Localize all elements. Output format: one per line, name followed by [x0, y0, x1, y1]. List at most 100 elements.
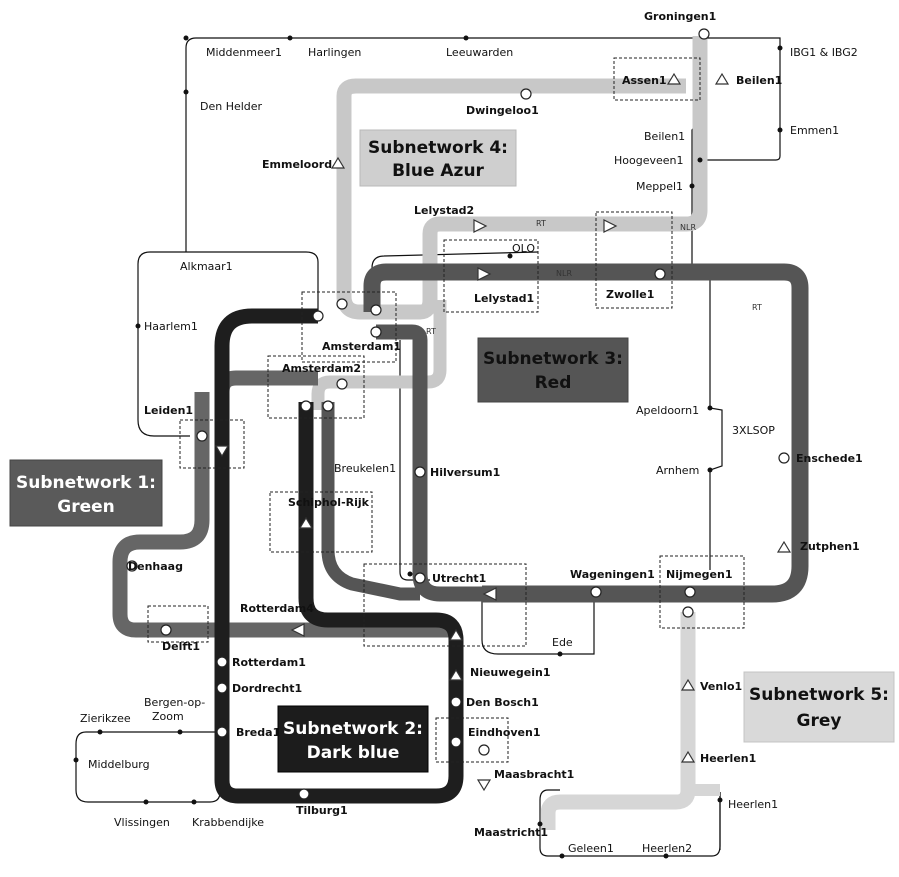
north-link	[185, 37, 700, 92]
box-assen	[613, 57, 701, 101]
label-tilburg1: Tilburg1	[296, 804, 348, 817]
label-alkmaar1: Alkmaar1	[180, 260, 233, 273]
down-triangle-icon	[214, 445, 230, 458]
subnetwork-2-route	[214, 308, 464, 804]
label-ede: Ede	[552, 636, 573, 649]
down-triangle-icon	[476, 779, 492, 792]
label-harlingen: Harlingen	[308, 46, 361, 59]
tag-rt-3: RT	[752, 303, 762, 312]
label-dwingeloo1: Dwingeloo1	[466, 104, 539, 117]
subnetwork-4-box: Subnetwork 4: Blue Azur	[359, 129, 517, 187]
label-amsterdam1: Amsterdam1	[322, 340, 401, 353]
up-triangle-icon	[448, 628, 464, 641]
label-denhaag: Denhaag	[128, 560, 183, 573]
label-groningen1: Groningen1	[644, 10, 716, 23]
label-middenmeer1: Middenmeer1	[206, 46, 282, 59]
node-zwolle	[654, 268, 666, 280]
node-amsterdam-d	[370, 326, 382, 338]
subnetwork-1-name: Green	[57, 497, 115, 517]
node-amsterdam-a	[312, 310, 324, 322]
label-emmeloord: Emmeloord	[262, 158, 332, 171]
node-enschede	[778, 452, 790, 464]
node-amsterdam2-b	[300, 400, 312, 412]
tag-nlr-1: NLR	[680, 223, 696, 232]
node-dordrecht	[216, 682, 228, 694]
hilversum-utrecht-link	[399, 340, 430, 581]
up-triangle-icon	[714, 72, 730, 85]
label-heerlen2: Heerlen2	[642, 842, 692, 855]
right-triangle-icon	[473, 219, 488, 233]
node-amsterdam-b	[336, 298, 348, 310]
thin-links	[75, 37, 781, 857]
label-bergen-op-zoom-2: Zoom	[152, 710, 184, 723]
dot-middenmeer	[183, 35, 189, 41]
label-assen1: Assen1	[622, 74, 667, 87]
dot-ede	[557, 651, 563, 657]
dot-maastricht	[537, 821, 543, 827]
dot-zierikzee	[97, 729, 103, 735]
up-triangle-icon	[680, 750, 696, 763]
dot-heerlen1	[717, 797, 723, 803]
dot-haarlem	[135, 323, 141, 329]
label-zutphen1: Zutphen1	[800, 540, 860, 553]
alkmaar-haarlem-loop	[137, 251, 190, 437]
node-delft	[160, 624, 172, 636]
label-apeldoorn1: Apeldoorn1	[636, 404, 699, 417]
dot-middelburg	[73, 757, 79, 763]
dot-krabbendijke	[191, 799, 197, 805]
subnetwork-4-title: Subnetwork 4:	[368, 138, 508, 158]
box-amsterdam1	[301, 291, 397, 363]
subnetwork-5-route	[540, 612, 720, 830]
up-triangle-icon	[298, 516, 314, 529]
groningen-ibg-link	[700, 37, 781, 161]
label-nieuwegein1: Nieuwegein1	[470, 666, 550, 679]
box-zwolle	[595, 211, 673, 309]
dot-geleen	[559, 853, 565, 859]
up-triangle-icon	[776, 540, 792, 553]
label-leeuwarden: Leeuwarden	[446, 46, 513, 59]
label-heerlen1-b: Heerlen1	[728, 798, 778, 811]
node-eindhoven-a	[478, 744, 490, 756]
limburg-loop	[539, 789, 721, 857]
up-triangle-icon	[448, 668, 464, 681]
node-amsterdam2-c	[322, 400, 334, 412]
node-nijmegen-b	[682, 606, 694, 618]
dot-heerlen2	[663, 853, 669, 859]
box-delft	[147, 605, 209, 643]
subnetwork-3-title: Subnetwork 3:	[483, 349, 623, 369]
label-den-bosch1: Den Bosch1	[466, 696, 539, 709]
tag-nlr-2: NLR	[556, 269, 572, 278]
zwolle-arnhem-link	[691, 267, 723, 570]
node-tilburg	[298, 788, 310, 800]
subnetwork-5-box: Subnetwork 5: Grey	[743, 671, 895, 743]
node-leiden	[196, 430, 208, 442]
dot-bergen	[177, 729, 183, 735]
ede-link	[481, 594, 595, 655]
label-breukelen1: Breukelen1	[334, 462, 396, 475]
left-triangle-icon	[290, 623, 305, 637]
label-meppel1: Meppel1	[636, 180, 683, 193]
label-rotterdam1: Rotterdam1	[232, 656, 306, 669]
subnetwork-2-title: Subnetwork 2:	[283, 719, 423, 739]
box-utrecht	[363, 563, 527, 647]
label-heerlen1-a: Heerlen1	[700, 752, 756, 765]
node-boxes	[147, 57, 745, 763]
box-schiphol	[269, 491, 373, 553]
dot-arnhem	[707, 467, 713, 473]
label-dordrecht1: Dordrecht1	[232, 682, 302, 695]
label-venlo1: Venlo1	[700, 680, 742, 693]
dot-den-helder	[183, 89, 189, 95]
label-nijmegen1: Nijmegen1	[666, 568, 733, 581]
zeeland-loop	[75, 731, 221, 803]
right-triangle-icon	[603, 219, 618, 233]
station-labels: Groningen1 IBG1 & IBG2 Middenmeer1 Harli…	[80, 10, 863, 855]
tag-rt-2: RT	[426, 327, 436, 336]
alkmaar-amsterdam-link	[186, 251, 319, 316]
node-breda	[216, 726, 228, 738]
dot-harlingen	[287, 35, 293, 41]
label-wageningen1: Wageningen1	[570, 568, 655, 581]
label-hoogeveen1: Hoogeveen1	[614, 154, 684, 167]
label-leiden1: Leiden1	[144, 404, 193, 417]
label-ibg: IBG1 & IBG2	[790, 46, 858, 59]
